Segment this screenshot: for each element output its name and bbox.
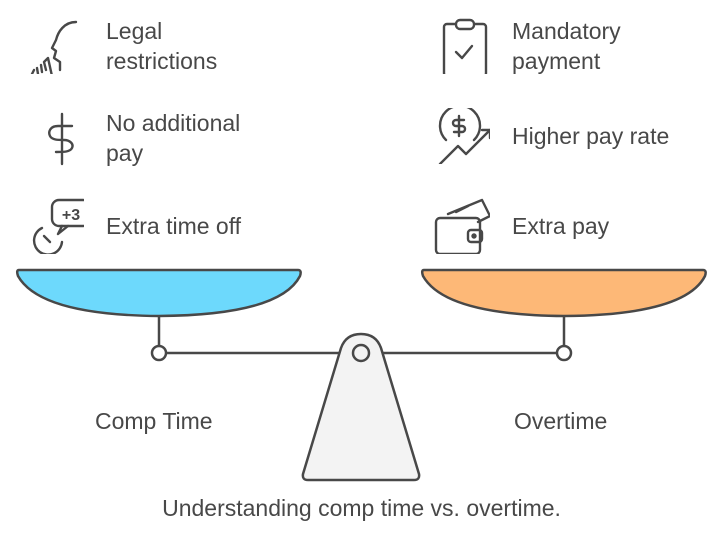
right-item-label: Mandatory payment: [512, 18, 621, 74]
left-item-extra-time-off: +3 Extra time off: [28, 198, 241, 254]
right-item-label: Higher pay rate: [512, 123, 670, 149]
wallet-cash-icon: [434, 198, 490, 254]
right-item-higher-pay-rate: Higher pay rate: [434, 108, 669, 164]
left-item-legal-restrictions: Legal restrictions: [28, 16, 217, 76]
left-item-no-additional-pay: No additional pay: [28, 108, 240, 168]
person-shush-icon: [30, 20, 78, 74]
dollar-trend-up-icon: [438, 108, 490, 164]
fulcrum: [301, 332, 421, 482]
left-pan: [15, 268, 302, 318]
diagram-caption: Understanding comp time vs. overtime.: [162, 495, 561, 521]
left-side-label: Comp Time: [95, 408, 213, 434]
clock-plus-three-icon: +3: [32, 198, 84, 254]
clipboard-check-icon: [442, 18, 488, 74]
right-beam-pivot: [555, 344, 573, 362]
right-item-extra-pay: Extra pay: [434, 198, 609, 254]
left-item-label: Extra time off: [106, 213, 242, 239]
dollar-sign-icon: [48, 112, 74, 166]
right-pan: [420, 268, 707, 318]
right-item-mandatory-payment: Mandatory payment: [434, 16, 621, 76]
right-item-label: Extra pay: [512, 213, 610, 239]
svg-text:+3: +3: [62, 207, 80, 224]
left-item-label: Legal restrictions: [106, 18, 218, 74]
right-side-label: Overtime: [514, 408, 608, 434]
left-beam-pivot: [150, 344, 168, 362]
left-item-label: No additional pay: [106, 110, 241, 166]
center-pivot: [351, 343, 371, 363]
